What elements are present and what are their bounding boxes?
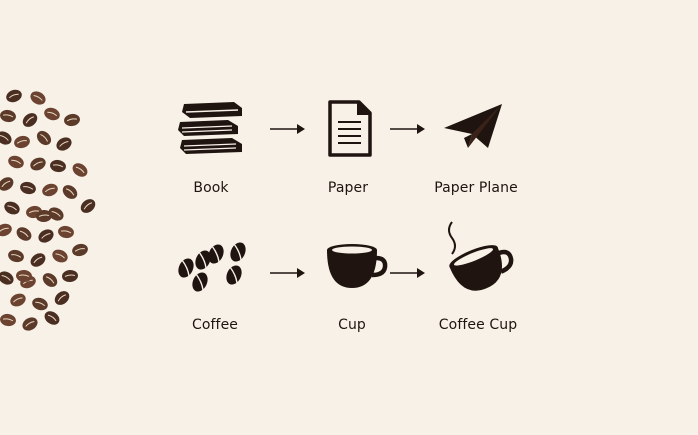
coffee-bean — [16, 227, 32, 241]
coffee-bean — [22, 113, 38, 127]
coffee-bean-crease — [38, 214, 50, 217]
arrow-icon — [390, 124, 425, 134]
coffee-bean — [30, 157, 46, 171]
coffee-bean-crease — [33, 95, 43, 101]
coffee-bean — [22, 317, 38, 331]
coffee-bean-crease — [33, 161, 43, 167]
coffee-bean-crease — [47, 314, 57, 322]
coffee-bean — [0, 271, 14, 285]
coffee-bean — [38, 229, 54, 243]
arrow-icon — [390, 268, 425, 278]
coffee-bean — [0, 177, 14, 191]
coffee-bean — [42, 183, 58, 197]
coffee-bean — [36, 130, 52, 146]
label-paper: Paper — [327, 180, 369, 196]
coffee-bean-crease — [66, 188, 75, 196]
coffee-bean — [72, 243, 88, 257]
coffee-bean — [4, 201, 20, 215]
steaming-cup-icon — [448, 221, 514, 291]
coffee-bean — [54, 291, 70, 305]
coffee-bean-crease — [2, 114, 14, 118]
coffee-bean-crease — [66, 118, 78, 122]
coffee-bean-crease — [1, 180, 11, 188]
coffee-bean-crease — [51, 211, 61, 217]
coffee-bean-crease — [35, 301, 46, 307]
coffee-bean-crease — [28, 210, 40, 214]
label-book: Book — [193, 180, 229, 196]
coffee-bean-crease — [25, 321, 35, 327]
coffee-bean-crease — [23, 186, 34, 190]
coffee-bean — [64, 113, 80, 127]
coffee-bean-crease — [11, 159, 22, 165]
coffee-bean-crease — [55, 253, 65, 259]
coffee-bean — [14, 135, 30, 149]
coffee-bean — [44, 311, 60, 325]
label-paper-plane: Paper Plane — [434, 180, 518, 196]
coffee-bean-crease — [1, 275, 11, 281]
coffee-bean — [48, 207, 64, 221]
coffee-bean — [16, 269, 32, 283]
coffee-bean — [32, 297, 48, 311]
coffee-bean-crease — [18, 274, 30, 277]
label-coffee: Coffee — [191, 317, 239, 333]
coffee-bean — [0, 131, 12, 145]
coffee-bean-crease — [33, 256, 43, 264]
coffee-bean — [62, 269, 78, 283]
coffee-bean — [6, 89, 22, 103]
arrow-icon — [270, 124, 305, 134]
coffee-bean-crease — [40, 134, 48, 142]
coffee-bean-crease — [60, 230, 72, 234]
document-icon — [328, 100, 372, 157]
coffee-bean-crease — [83, 202, 92, 210]
paper-plane-icon — [444, 104, 502, 148]
coffee-bean — [58, 225, 74, 239]
coffee-bean — [10, 293, 26, 307]
coffee-beans-pile — [0, 89, 96, 331]
cup-icon — [327, 244, 388, 288]
coffee-bean — [36, 209, 52, 223]
coffee-bean-crease — [0, 135, 9, 141]
coffee-bean-crease — [44, 187, 55, 193]
coffee-bean — [30, 253, 46, 267]
coffee-bean-crease — [13, 297, 23, 303]
coffee-bean-crease — [8, 93, 19, 99]
coffee-bean-crease — [47, 111, 58, 117]
coffee-bean-crease — [75, 166, 85, 174]
coffee-bean — [30, 91, 46, 105]
coffee-bean-crease — [64, 274, 76, 277]
coffee-bean-crease — [7, 205, 17, 211]
coffee-bean-crease — [46, 276, 55, 284]
arrow-icon — [270, 268, 305, 278]
coffee-bean — [42, 273, 58, 287]
coffee-bean-crease — [11, 254, 22, 258]
coffee-bean — [50, 159, 66, 173]
coffee-bean — [20, 181, 36, 195]
coffee-bean-crease — [57, 294, 66, 302]
coffee-bean — [8, 249, 24, 263]
coffee-bean — [0, 313, 16, 327]
coffee-bean-crease — [74, 248, 85, 252]
coffee-bean — [0, 109, 16, 123]
coffee-bean — [0, 223, 12, 237]
coffee-beans-icon — [178, 242, 246, 292]
books-icon — [178, 102, 242, 154]
coffee-bean-crease — [19, 230, 29, 238]
coffee-bean — [52, 249, 68, 263]
label-cup: Cup — [338, 317, 366, 333]
label-coffee-cup: Coffee Cup — [438, 317, 518, 333]
coffee-bean-crease — [52, 164, 64, 168]
coffee-bean-crease — [25, 116, 34, 124]
coffee-bean-crease — [2, 318, 14, 322]
coffee-bean-crease — [16, 140, 27, 144]
coffee-bean-crease — [59, 141, 69, 147]
coffee-bean-crease — [41, 233, 51, 239]
coffee-bean — [8, 155, 24, 169]
coffee-bean — [44, 107, 60, 121]
coffee-bean-crease — [0, 227, 9, 233]
coffee-bean — [80, 199, 96, 213]
coffee-bean — [72, 163, 88, 177]
coffee-bean — [56, 137, 72, 151]
coffee-bean — [62, 185, 78, 199]
